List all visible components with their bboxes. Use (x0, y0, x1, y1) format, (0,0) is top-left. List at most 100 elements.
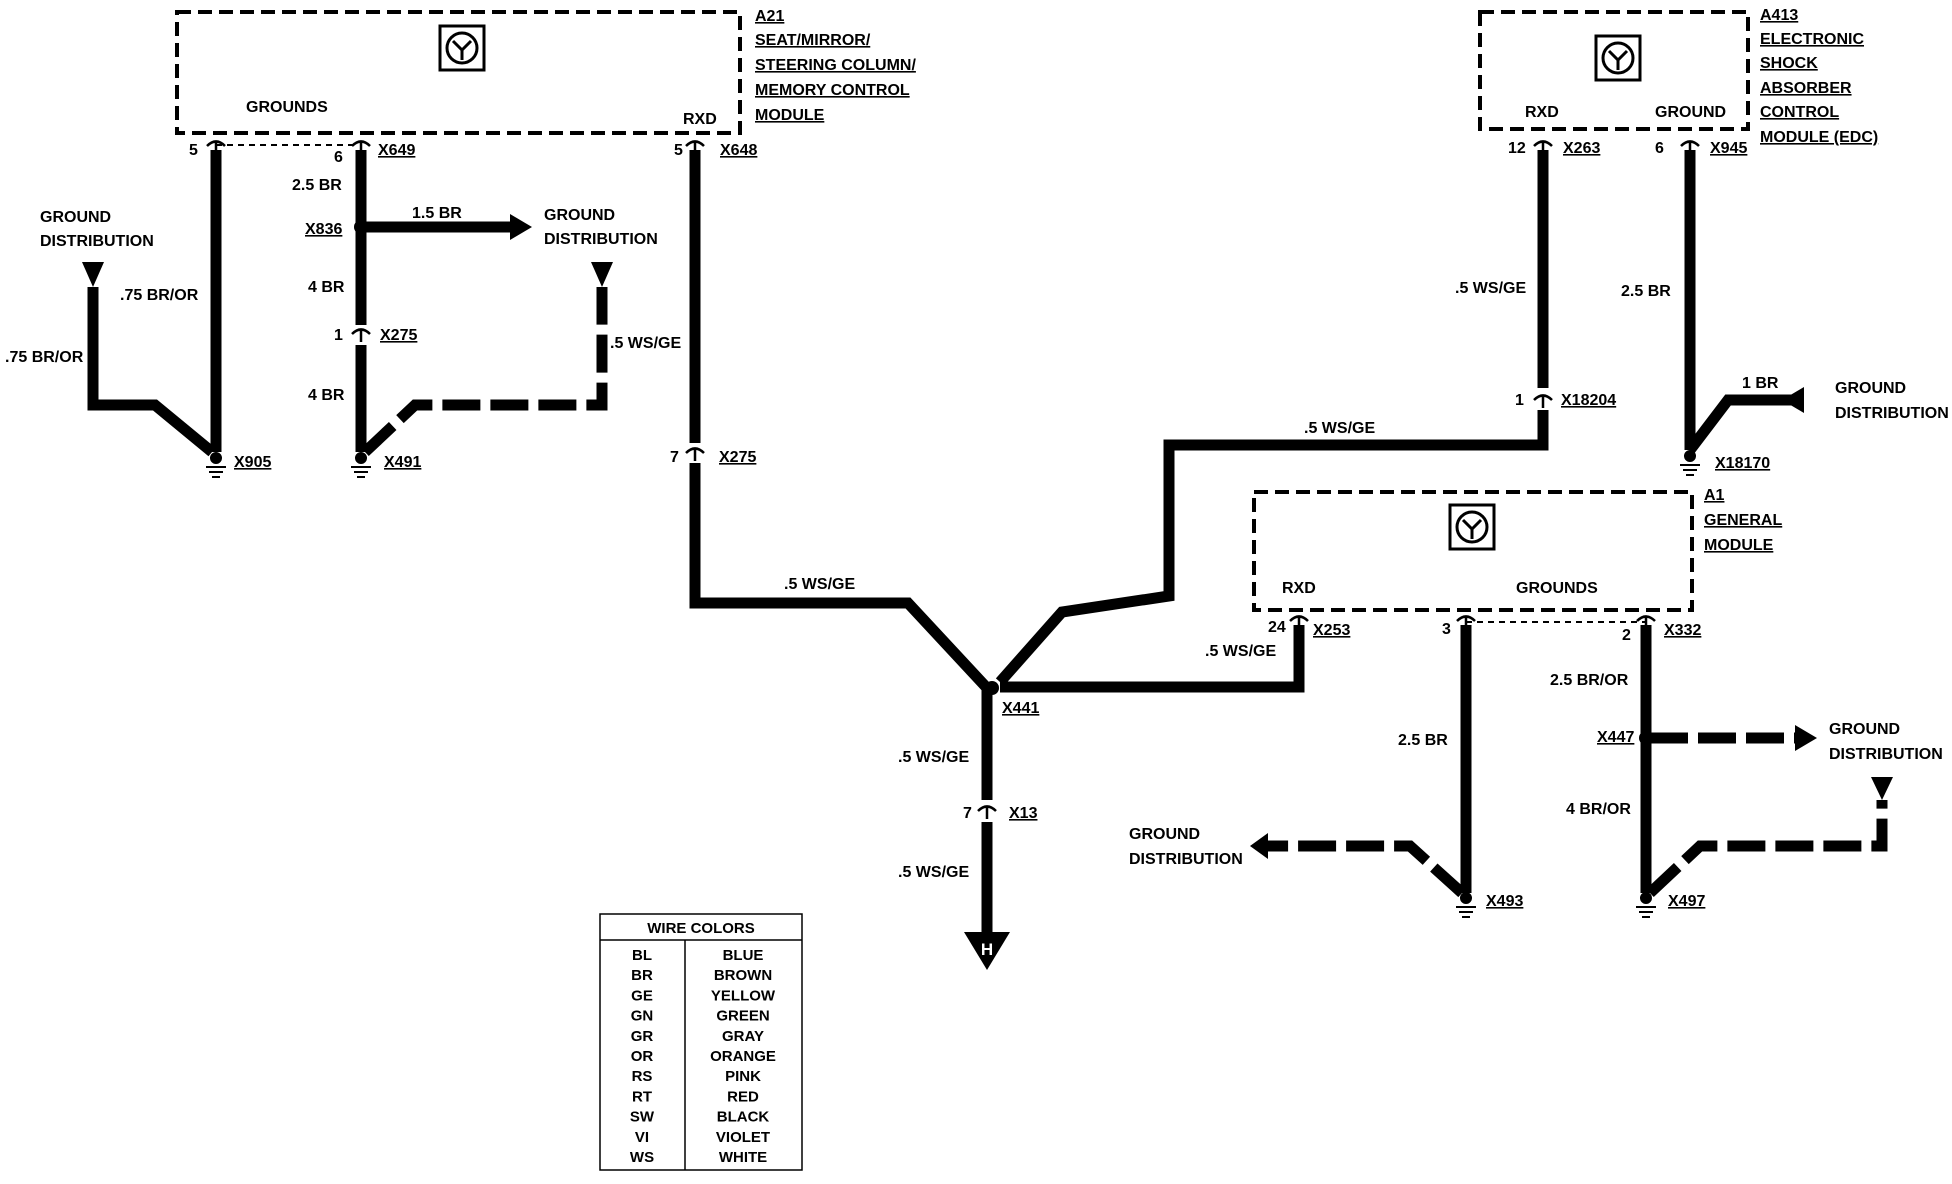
wire-label-1-br: 1 BR (1742, 375, 1779, 392)
arrow-g7-icon (1250, 833, 1268, 859)
ground-dist-g4-line1: GROUND (1829, 721, 1900, 738)
wire-color-code: GE (631, 987, 653, 1004)
a21-line2: STEERING COLUMN/ (755, 57, 916, 74)
pin-x275-7: 7 (670, 449, 679, 466)
connector-x441: X441 (1002, 700, 1039, 717)
pin-a413-12: 12 (1508, 140, 1526, 157)
connector-x648: X648 (720, 142, 757, 159)
ground-dist-g2-line1: GROUND (544, 207, 615, 224)
wire-label-ws-ge-f: .5 WS/GE (1304, 420, 1375, 437)
connector-x13: X13 (1009, 805, 1038, 822)
wire-color-code: VI (635, 1129, 649, 1146)
wire-label-ws-ge-b: .5 WS/GE (784, 576, 855, 593)
a1-line1: GENERAL (1704, 512, 1782, 529)
ground-x18170-icon (1680, 450, 1700, 476)
wire-color-code: RS (632, 1068, 653, 1085)
wire-colors-table: WIRE COLORS BL BLUE BR BROWN GE YELLOW GN GREEN… (599, 913, 803, 1171)
pin-x18204-1: 1 (1515, 392, 1524, 409)
a413-id: A413 (1760, 7, 1798, 24)
wire-x491-ground-dist-dashed (361, 287, 608, 457)
terminal-h-label: H (981, 940, 993, 959)
module-a413-box (1478, 10, 1750, 131)
arrow-g3-icon (591, 262, 613, 287)
a413-ground-label: GROUND (1655, 104, 1726, 121)
a21-rxd-label: RXD (683, 111, 717, 128)
wire-color-name: BLACK (717, 1109, 770, 1126)
wire-label-4-br-b: 4 BR (308, 387, 345, 404)
a413-line5: MODULE (EDC) (1760, 129, 1878, 146)
pin-a21-6: 6 (334, 149, 343, 166)
wire-colors-title: WIRE COLORS (647, 920, 755, 937)
wire-color-code: SW (630, 1109, 655, 1126)
wire-color-code: OR (631, 1048, 654, 1065)
wire-color-name: BLUE (723, 947, 764, 964)
splice-x447 (1639, 731, 1653, 745)
wire-color-name: VIOLET (716, 1129, 770, 1146)
connector-x275a: X275 (380, 327, 417, 344)
wire-color-name: PINK (725, 1068, 761, 1085)
a21-id: A21 (755, 8, 784, 25)
wire-x497-ground-dist-dashed (1646, 800, 1888, 898)
terminal-h-arrow (964, 932, 1010, 970)
ground-x497-icon (1636, 892, 1656, 918)
splice-x441 (985, 681, 999, 695)
pin-a413-6: 6 (1655, 140, 1664, 157)
ground-x905-icon (206, 452, 226, 478)
pin-a1-2: 2 (1622, 627, 1631, 644)
ground-dist-g3-line1: GROUND (1835, 380, 1906, 397)
a413-line1: ELECTRONIC (1760, 31, 1864, 48)
pin-a1-3: 3 (1442, 621, 1451, 638)
wire-color-name: ORANGE (710, 1048, 776, 1065)
wire-label-4-br-or: 4 BR/OR (1566, 801, 1631, 818)
connector-x649: X649 (378, 142, 415, 159)
arrow-icons (82, 214, 1893, 970)
a21-line3: MEMORY CONTROL (755, 82, 910, 99)
ground-x491-icon (351, 452, 371, 478)
wire-color-code: BR (631, 967, 653, 984)
connector-x18170: X18170 (1715, 455, 1770, 472)
wire-color-name: YELLOW (711, 987, 776, 1004)
wire-label-2-5-br-b: 2.5 BR (1621, 283, 1671, 300)
arrow-g6-icon (1871, 777, 1893, 800)
wire-color-code: BL (632, 947, 652, 964)
wire-label-2-5-br-c: 2.5 BR (1398, 732, 1448, 749)
connector-x905: X905 (234, 454, 271, 471)
module-a1-icon (1448, 503, 1496, 551)
ground-dist-g1-line1: GROUND (40, 209, 111, 226)
pin-a21-5b: 5 (674, 142, 683, 159)
wire-label-4-br-a: 4 BR (308, 279, 345, 296)
connector-x945: X945 (1710, 140, 1747, 157)
arrow-g5-icon (1795, 725, 1817, 751)
wire-label-2-5-br-a: 2.5 BR (292, 177, 342, 194)
arrow-g1-icon (82, 262, 104, 287)
ground-dist-g4-line2: DISTRIBUTION (1829, 746, 1943, 763)
wire-color-name: GRAY (722, 1028, 764, 1045)
wire-x493-ground-dist-dashed (1268, 840, 1466, 898)
wire-color-code: GN (631, 1008, 654, 1025)
a413-line3: ABSORBER (1760, 80, 1852, 97)
wire-color-name: WHITE (719, 1149, 767, 1166)
wire-x441-x253 (1000, 625, 1305, 693)
splice-x836 (354, 220, 368, 234)
a1-id: A1 (1704, 487, 1725, 504)
a413-line4: CONTROL (1760, 104, 1839, 121)
connector-x18204: X18204 (1561, 392, 1616, 409)
a1-grounds-label: GROUNDS (1516, 580, 1598, 597)
module-a21-box (175, 10, 742, 135)
module-a413-icon (1594, 34, 1642, 82)
wire-color-code: RT (632, 1088, 652, 1105)
module-a21-icon (438, 24, 486, 72)
arrow-g2-icon (510, 214, 532, 240)
pin-a21-5: 5 (189, 142, 198, 159)
connector-x491: X491 (384, 454, 421, 471)
wire-color-name: RED (727, 1088, 759, 1105)
wire-color-name: BROWN (714, 967, 772, 984)
wire-color-name: GREEN (716, 1008, 769, 1025)
a21-line4: MODULE (755, 107, 825, 124)
wire-label-br-or-a: .75 BR/OR (120, 287, 199, 304)
wire-label-1-5-br: 1.5 BR (412, 205, 462, 222)
a413-line2: SHOCK (1760, 55, 1818, 72)
pin-a1-24: 24 (1268, 619, 1286, 636)
ground-dist-g5-line2: DISTRIBUTION (1129, 851, 1243, 868)
